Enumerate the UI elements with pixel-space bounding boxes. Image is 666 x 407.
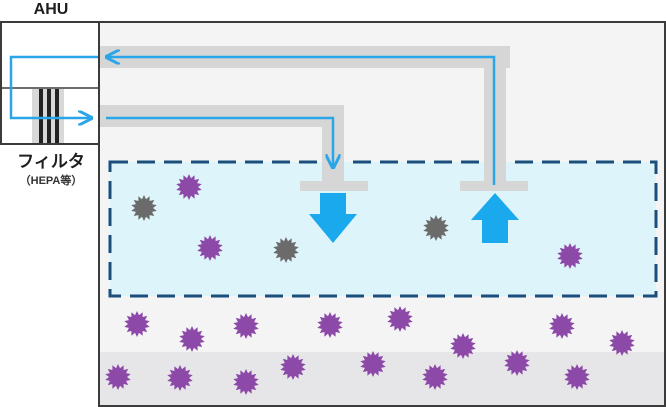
particle-icon (360, 351, 386, 377)
particle-icon (423, 215, 449, 241)
particles (105, 174, 635, 395)
down-arrow-icon (309, 193, 357, 243)
return-airflow-line (108, 57, 496, 185)
particle-icon (317, 312, 343, 338)
particle-icon (280, 354, 306, 380)
particle-icon (176, 174, 202, 200)
ahu-loop-line (9, 55, 98, 118)
particle-icon (549, 313, 575, 339)
particle-icon (422, 364, 448, 390)
particle-icon (564, 364, 590, 390)
particle-icon (233, 369, 259, 395)
particle-icon (197, 235, 223, 261)
particle-icon (273, 237, 299, 263)
particle-icon (557, 243, 583, 269)
particle-icon (450, 333, 476, 359)
particle-icon (167, 365, 193, 391)
particle-icon (387, 306, 413, 332)
ahu-title: AHU (33, 1, 69, 18)
filter-label: フィルタ (17, 152, 85, 171)
particle-icon (609, 330, 635, 356)
particle-icon (105, 364, 131, 390)
particle-icon (504, 350, 530, 376)
filter-icon (32, 89, 64, 143)
particle-icon (131, 195, 157, 221)
particle-icon (179, 326, 205, 352)
filter-sublabel: （HEPA等） (19, 175, 83, 187)
up-arrow-icon (471, 193, 519, 243)
particle-icon (124, 311, 150, 337)
particle-icon (233, 313, 259, 339)
supply-airflow-line (106, 116, 333, 166)
